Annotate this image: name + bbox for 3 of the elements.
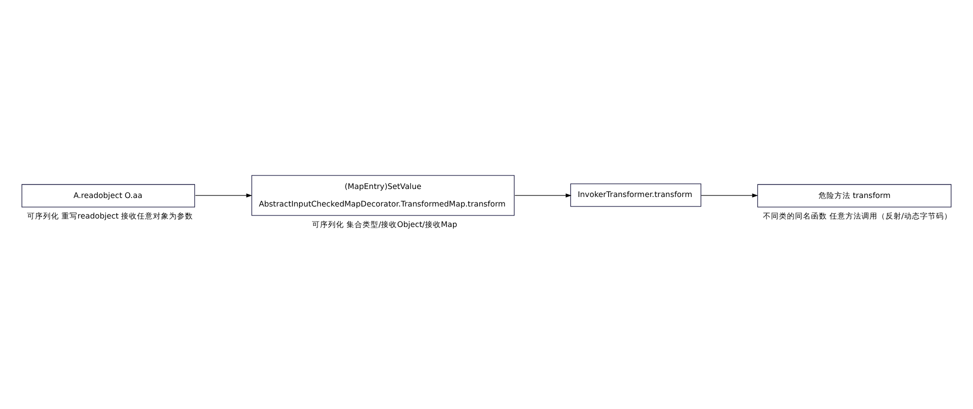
arrow <box>514 193 572 198</box>
arrow <box>195 193 252 198</box>
arrow <box>700 193 758 198</box>
